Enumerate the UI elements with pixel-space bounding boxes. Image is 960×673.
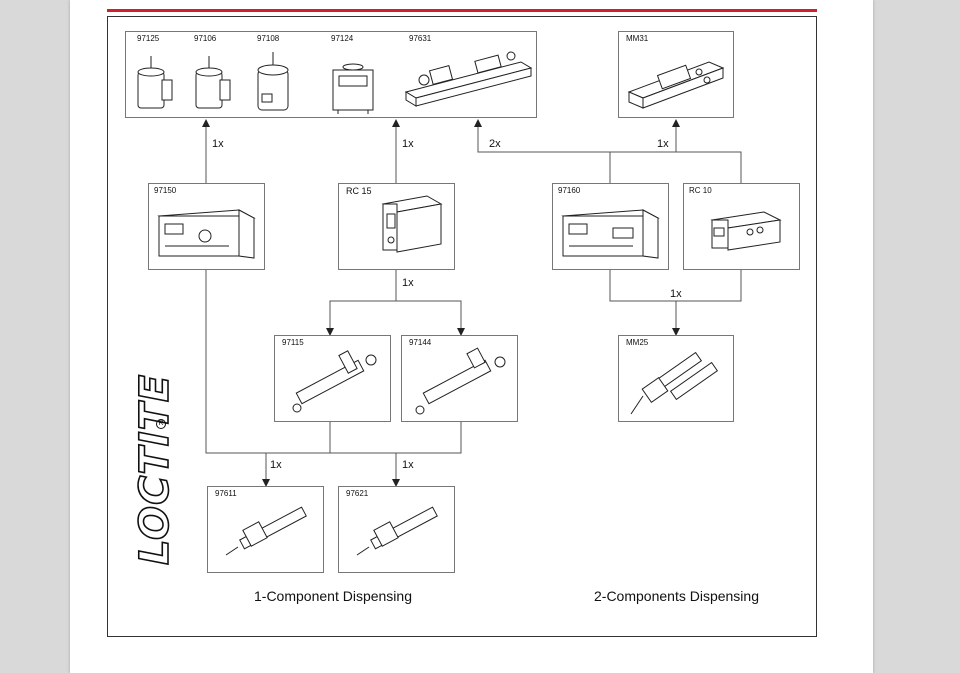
caption-one-component: 1-Component Dispensing [254,588,412,604]
controller-97150-box: 97150 [148,183,265,270]
valve-97115-illustration [292,350,377,413]
label-mm25: MM25 [626,338,649,347]
label-97125: 97125 [137,34,160,43]
controller-rc10-box: RC 10 [683,183,800,270]
lower-bus [205,270,462,454]
valve-97144-box: 97144 [401,335,518,422]
reservoir-group-box: 97125 97106 97108 97124 97631 [125,31,537,118]
qty-label: 1x [657,138,669,150]
label-97124: 97124 [331,34,354,43]
right-controllers-bus [609,151,742,183]
controller-97160-illustration [561,209,660,259]
qty-label: 1x [402,277,414,289]
label-rc15: RC 15 [346,186,372,196]
arrow-rc15-to-97115 [326,270,397,336]
diagram-frame [107,16,817,637]
arrow-rc15-to-97144 [396,300,465,336]
reservoir-illustrations [137,51,533,114]
controller-97160-box: 97160 [552,183,669,270]
nozzle-97621-illustration [356,506,438,556]
arrow-2x-to-top [474,119,610,153]
qty-label: 2x [489,138,501,150]
caption-two-components: 2-Components Dispensing [594,588,759,604]
label-97108: 97108 [257,34,280,43]
label-97631: 97631 [409,34,432,43]
label-rc10: RC 10 [689,186,712,195]
label-mm31: MM31 [626,34,649,43]
label-97150: 97150 [154,186,177,195]
controller-97150-illustration [157,209,256,259]
controller-rc15-box: RC 15 [338,183,455,270]
valve-97144-illustration [415,347,506,415]
nozzle-97611-illustration [225,506,307,556]
qty-label: 1x [212,138,224,150]
loctite-logo: LOCTITE [131,373,179,566]
mm31-box: MM31 [618,31,734,118]
controller-rc10-illustration [710,211,782,251]
label-97160: 97160 [558,186,581,195]
label-97611: 97611 [215,489,237,498]
controller-rc15-illustration [381,195,443,253]
label-97115: 97115 [282,338,304,347]
registered-mark: R [156,419,166,429]
mm31-illustration [627,61,725,109]
mm25-illustration [630,351,719,415]
qty-label: 1x [270,459,282,471]
header-accent-line [107,9,817,12]
mm25-box: MM25 [618,335,734,422]
nozzle-97611-box: 97611 [207,486,324,573]
qty-label: 1x [402,459,414,471]
nozzle-97621-box: 97621 [338,486,455,573]
label-97144: 97144 [409,338,432,347]
valve-97115-box: 97115 [274,335,391,422]
label-97106: 97106 [194,34,217,43]
qty-label: 1x [402,138,414,150]
label-97621: 97621 [346,489,369,498]
qty-label: 1x [670,288,682,300]
